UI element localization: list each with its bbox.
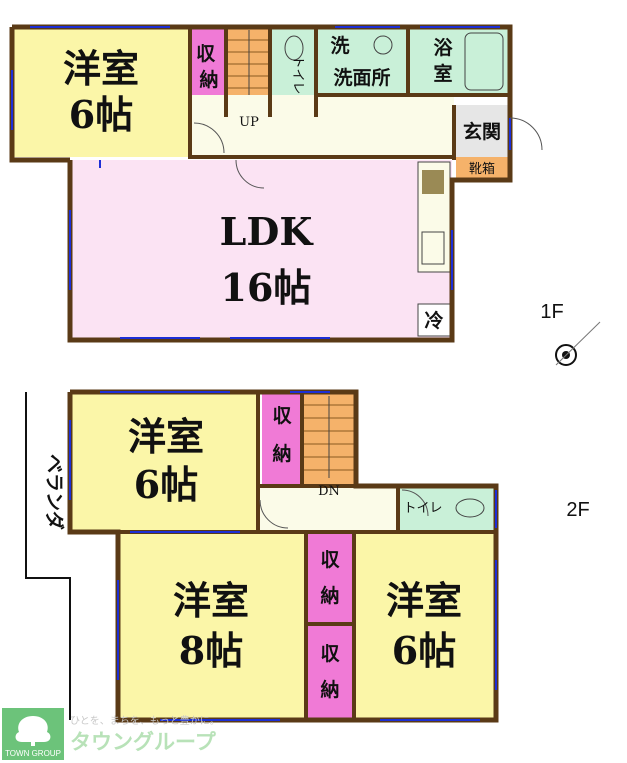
shoe-box-1f [456,157,508,179]
label-storage-1f: 収 納 [196,43,222,91]
room-size-western-1f: 6帖 [69,92,133,137]
hallway-1f [192,95,454,157]
room-ldk-1f [70,160,452,338]
label-storage-2f-b-char2: 納 [320,584,339,607]
labels: 洋室 6帖 収 納 UP トイレ 洗 洗面所 浴 室 玄関 靴箱 LDK 16帖… [43,34,590,701]
hallway-2f [258,486,398,530]
label-bath-line1: 浴 [433,37,453,59]
label-stairs-1f: UP [239,115,259,130]
label-storage-2f-c-char2: 納 [320,678,339,701]
room-size-western-2f-c: 6帖 [392,628,456,673]
veranda-outline [25,392,71,720]
floor-1 [9,24,601,366]
room-western-2f-b [118,534,304,718]
storage-2f-a [262,392,302,484]
label-bath-line2: 室 [433,62,452,85]
storage-1f-char2: 納 [199,68,218,91]
label-wash-mark: 洗 [330,34,349,57]
bath-1f [410,27,508,95]
brand-tagline: ひとを、まちを、もっと豊かに。 [70,714,220,727]
room-western-2f-c [356,534,496,718]
room-name-western-2f-b: 洋室 [173,578,249,623]
room-name-western-2f-a: 洋室 [128,414,204,459]
label-shoe-box: 靴箱 [469,161,495,177]
label-entrance: 玄関 [463,120,501,143]
room-western-1f [12,27,190,157]
label-washroom: 洗面所 [333,66,390,89]
room-size-western-2f-b: 8帖 [179,628,243,673]
entrance-1f [456,105,508,157]
label-stairs-2f: DN [318,484,340,499]
branding: TOWN GROUP ひとを、まちを、もっと豊かに。 タウングループ [2,708,220,760]
room-western-2f-a [70,392,258,530]
storage-2f-b [308,534,352,622]
brand-company: タウングループ [70,730,217,754]
room-name-ldk: LDK [220,209,315,254]
floor-label-2f: 2F [566,499,589,521]
label-toilet-1f: トイレ [290,55,305,94]
label-storage-2f-b-char1: 収 [320,549,340,571]
storage-2f-c [308,626,352,718]
room-size-western-2f-a: 6帖 [134,462,198,507]
label-storage-2f-a-char2: 納 [272,442,291,465]
windows-1f [11,26,511,339]
tree-icon [15,716,51,742]
windows-2f [69,391,497,721]
room-size-ldk: 16帖 [221,265,312,310]
toilet-2f [400,486,496,530]
room-name-western-2f-c: 洋室 [386,578,462,623]
stairs-2f [304,392,354,484]
label-fridge: 冷 [424,309,443,332]
compass-icon [555,321,601,366]
floor-label-1f: 1F [540,301,563,323]
room-name-western-1f: 洋室 [63,46,139,91]
label-storage-2f-a-char1: 収 [272,405,292,427]
label-toilet-2f: トイレ [403,501,442,516]
washroom-1f [318,27,408,95]
label-storage-2f-c-char1: 収 [320,643,340,665]
fridge-space [417,303,451,337]
storage-1f-char1: 収 [196,43,216,65]
label-veranda: ベランダ [43,454,66,530]
logo-text: TOWN GROUP [5,749,61,758]
floor-2 [25,389,499,723]
